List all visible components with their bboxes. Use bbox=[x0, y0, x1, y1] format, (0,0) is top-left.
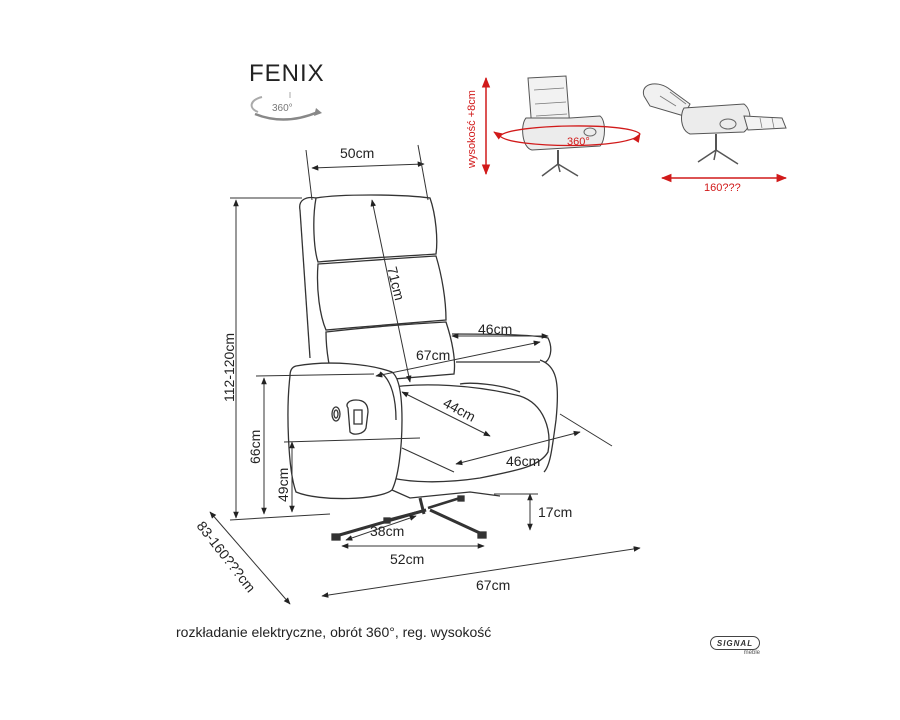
dimension-lines bbox=[209, 144, 641, 605]
dim-armrest-height: 66cm bbox=[247, 430, 263, 464]
recline-length-label: 160??? bbox=[704, 182, 741, 194]
rotation-360-icon: 360° bbox=[250, 92, 322, 121]
brand-logo-main: SIGNAL bbox=[710, 636, 760, 650]
brand-logo: SIGNAL meble bbox=[710, 636, 762, 656]
height-adjust-label: wysokość +8cm bbox=[466, 90, 478, 169]
rotation-thumbnail-label: 360° bbox=[567, 136, 590, 148]
dim-total-height: 112-120cm bbox=[221, 333, 237, 402]
feature-caption: rozkładanie elektryczne, obrót 360°, reg… bbox=[176, 624, 492, 640]
dim-overall-depth: 67cm bbox=[476, 577, 510, 593]
dim-seat-height: 49cm bbox=[275, 468, 291, 502]
dim-armrest-depth: 46cm bbox=[478, 321, 512, 337]
brand-logo-sub: meble bbox=[743, 650, 760, 656]
height-adjust-thumbnail: wysokość +8cm 360° bbox=[466, 75, 641, 177]
dim-base-depth: 52cm bbox=[390, 551, 424, 567]
dim-seat-width-top: 50cm bbox=[340, 145, 374, 161]
dim-overall-depth-upper: 67cm bbox=[416, 347, 450, 363]
dim-base-width: 38cm bbox=[370, 523, 404, 539]
chair-drawing bbox=[287, 194, 559, 541]
dim-seat-width: 46cm bbox=[506, 453, 540, 469]
recline-thumbnail: 160??? bbox=[642, 83, 788, 194]
dim-base-height: 17cm bbox=[538, 504, 572, 520]
rotation-badge-label: 360° bbox=[272, 103, 293, 114]
product-title: FENIX bbox=[249, 60, 325, 87]
